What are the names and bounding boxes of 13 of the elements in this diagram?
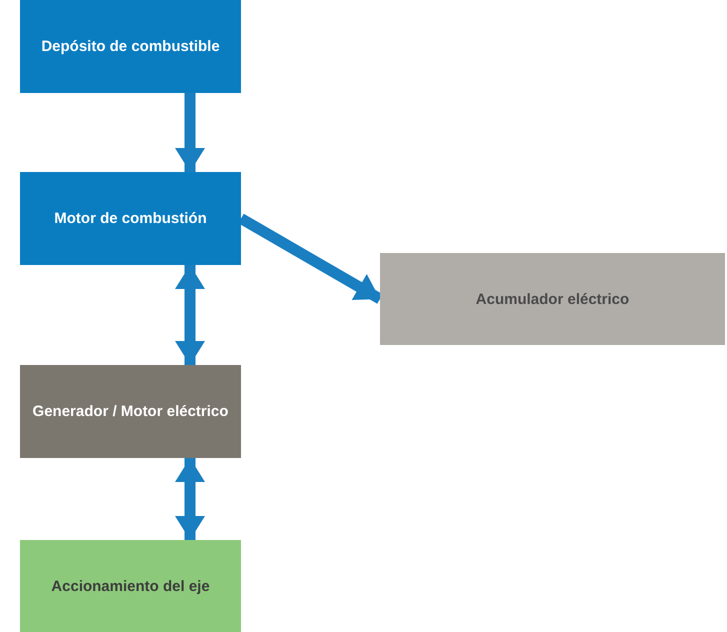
box-label: Generador / Motor eléctrico bbox=[32, 403, 228, 420]
output-box bbox=[20, 540, 241, 632]
box-label: Depósito de combustible bbox=[41, 38, 220, 55]
arrow bbox=[175, 458, 205, 540]
arrow bbox=[175, 265, 205, 365]
box-label: Motor de combustión bbox=[54, 210, 207, 227]
process-box bbox=[20, 365, 241, 458]
storage-box bbox=[380, 253, 725, 345]
box-label: Accionamiento del eje bbox=[51, 578, 210, 594]
process-box bbox=[20, 0, 241, 93]
process-box bbox=[20, 172, 241, 265]
arrow bbox=[175, 93, 205, 172]
box-label: Acumulador eléctrico bbox=[476, 290, 630, 308]
